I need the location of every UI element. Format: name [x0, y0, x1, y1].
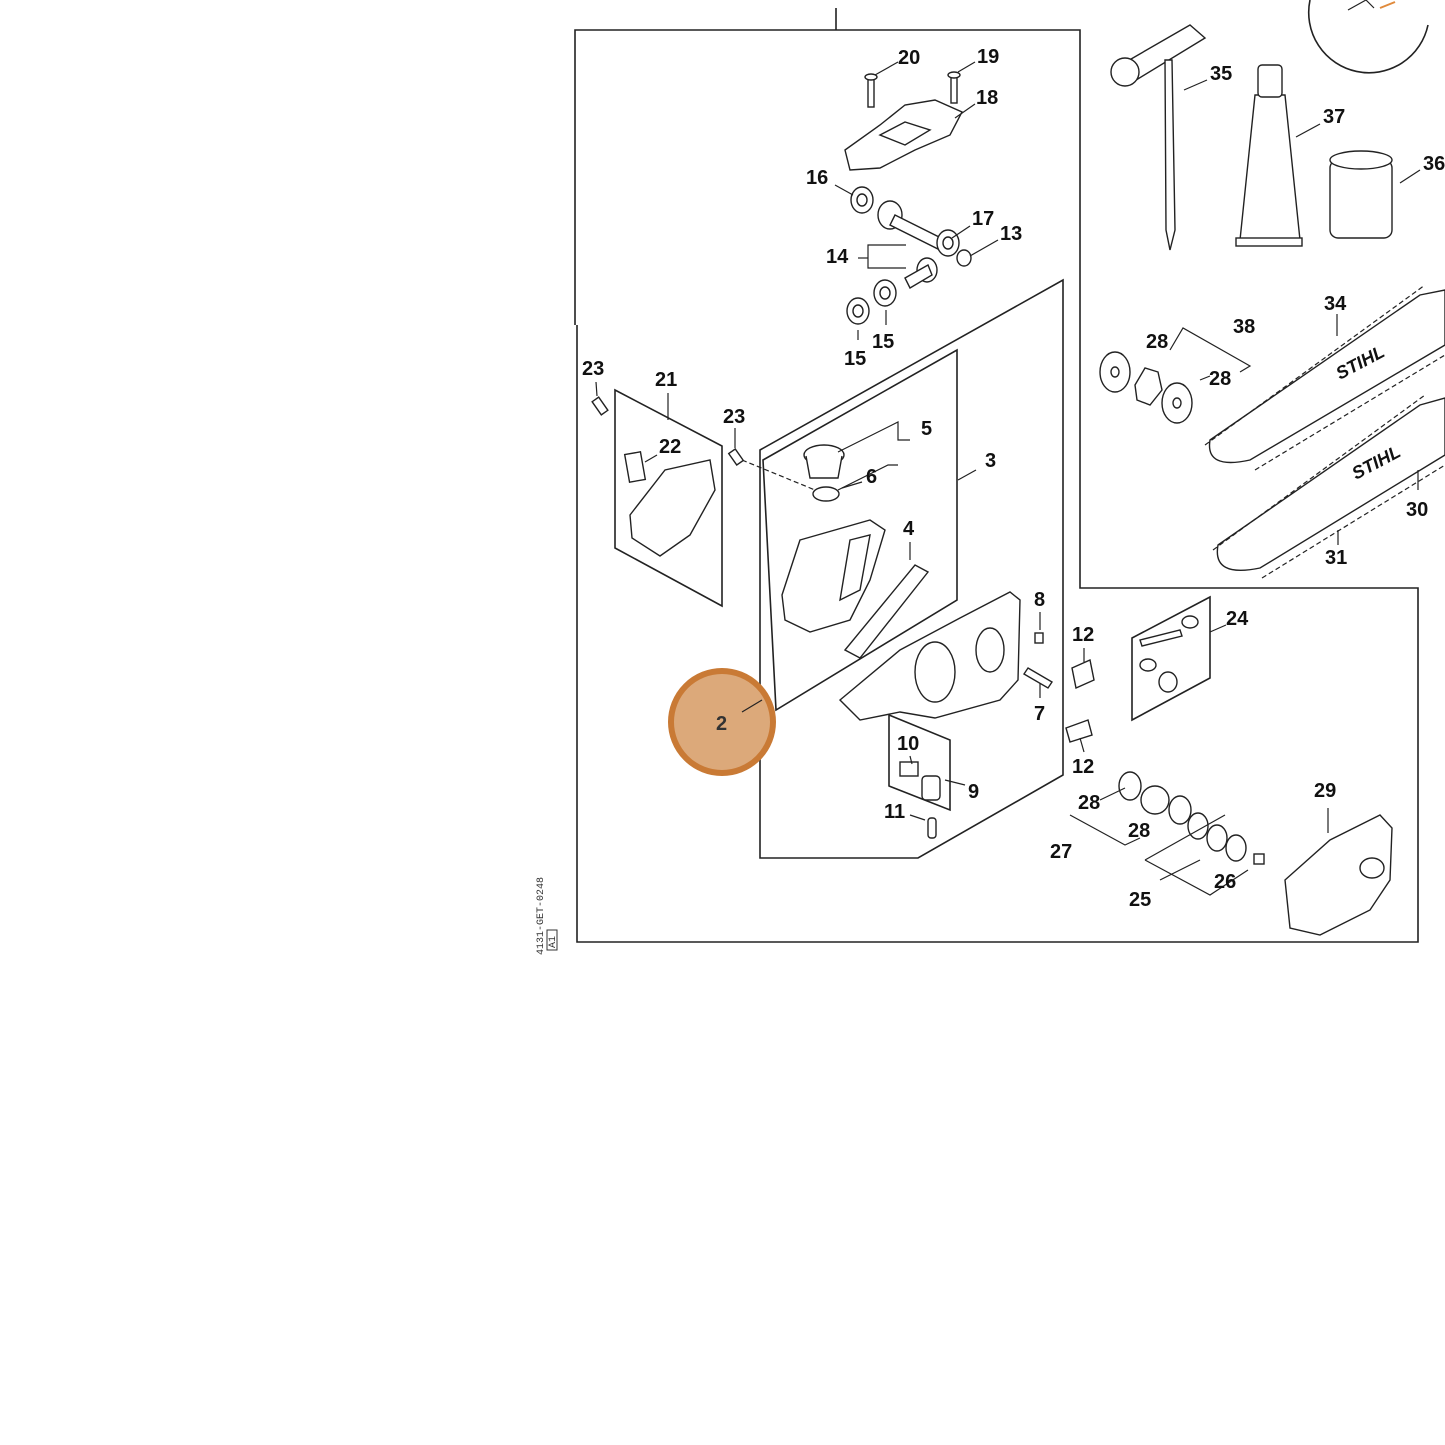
- highlighted-part-2[interactable]: 2: [668, 668, 776, 776]
- callout-35: 35: [1210, 63, 1232, 85]
- callout-4: 4: [903, 518, 915, 540]
- callout-12-b: 12: [1072, 756, 1094, 778]
- callout-12-a: 12: [1072, 624, 1094, 646]
- tensioner-parts: [1139, 615, 1199, 693]
- callout-17: 17: [972, 208, 994, 230]
- callout-31: 31: [1325, 547, 1347, 569]
- callout-25: 25: [1129, 889, 1151, 911]
- callout-23-b: 23: [723, 406, 745, 428]
- gear-housing-parts: [844, 71, 972, 325]
- tools-and-supplies: [1110, 24, 1393, 251]
- diagram-frame: [574, 8, 1419, 943]
- callout-2: 2: [716, 713, 727, 735]
- callout-27: 27: [1050, 841, 1072, 863]
- sprocket-washers-lower: [1118, 771, 1265, 865]
- callout-7: 7: [1034, 703, 1045, 725]
- washers-upper: [1099, 351, 1193, 424]
- sprocket-housing: [838, 591, 1053, 721]
- callout-18: 18: [976, 87, 998, 109]
- callout-15-b: 15: [844, 348, 866, 370]
- callout-34: 34: [1324, 293, 1347, 315]
- guide-bars-and-chains: STIHL STIHL: [1204, 284, 1445, 579]
- drawing-code-badge-text: A1: [548, 936, 559, 948]
- callout-28-d: 28: [1128, 820, 1150, 842]
- drawing-code: 4131-GET-0248 A1: [536, 877, 559, 955]
- detail-view-circle: [1307, 0, 1429, 74]
- callout-5: 5: [921, 418, 932, 440]
- callout-21: 21: [655, 369, 677, 391]
- drawing-code-badge: [546, 929, 558, 951]
- callout-14: 14: [826, 246, 849, 268]
- callout-22: 22: [659, 436, 681, 458]
- callout-36: 36: [1423, 153, 1445, 175]
- callout-24: 24: [1226, 608, 1249, 630]
- callout-3: 3: [985, 450, 996, 472]
- drawing-code-text: 4131-GET-0248: [536, 877, 547, 955]
- sprocket-cover: [1284, 814, 1393, 936]
- callout-23-a: 23: [582, 358, 604, 380]
- callout-8: 8: [1034, 589, 1045, 611]
- callout-9: 9: [968, 781, 979, 803]
- callout-30: 30: [1406, 499, 1428, 521]
- callout-20: 20: [898, 47, 920, 69]
- callout-16: 16: [806, 167, 828, 189]
- callout-28-a: 28: [1146, 331, 1168, 353]
- callout-38: 38: [1233, 316, 1255, 338]
- callout-13: 13: [1000, 223, 1022, 245]
- callout-29: 29: [1314, 780, 1336, 802]
- oil-tank-parts: [741, 444, 930, 659]
- callout-10: 10: [897, 733, 919, 755]
- callout-28-b: 28: [1209, 368, 1231, 390]
- deflector-parts: [591, 396, 745, 557]
- slider-parts: [1065, 659, 1095, 743]
- callout-28-c: 28: [1078, 792, 1100, 814]
- adjuster-parts: [899, 761, 941, 839]
- callout-26: 26: [1214, 871, 1236, 893]
- callout-labels: 20 19 18 16 17 13 14 15 15 23 21 22 23 5…: [582, 46, 1445, 911]
- callout-11: 11: [884, 801, 905, 823]
- callout-6: 6: [866, 466, 877, 488]
- callout-37: 37: [1323, 106, 1345, 128]
- highlight-ring[interactable]: [668, 668, 776, 776]
- callout-19: 19: [977, 46, 999, 68]
- callout-15-a: 15: [872, 331, 894, 353]
